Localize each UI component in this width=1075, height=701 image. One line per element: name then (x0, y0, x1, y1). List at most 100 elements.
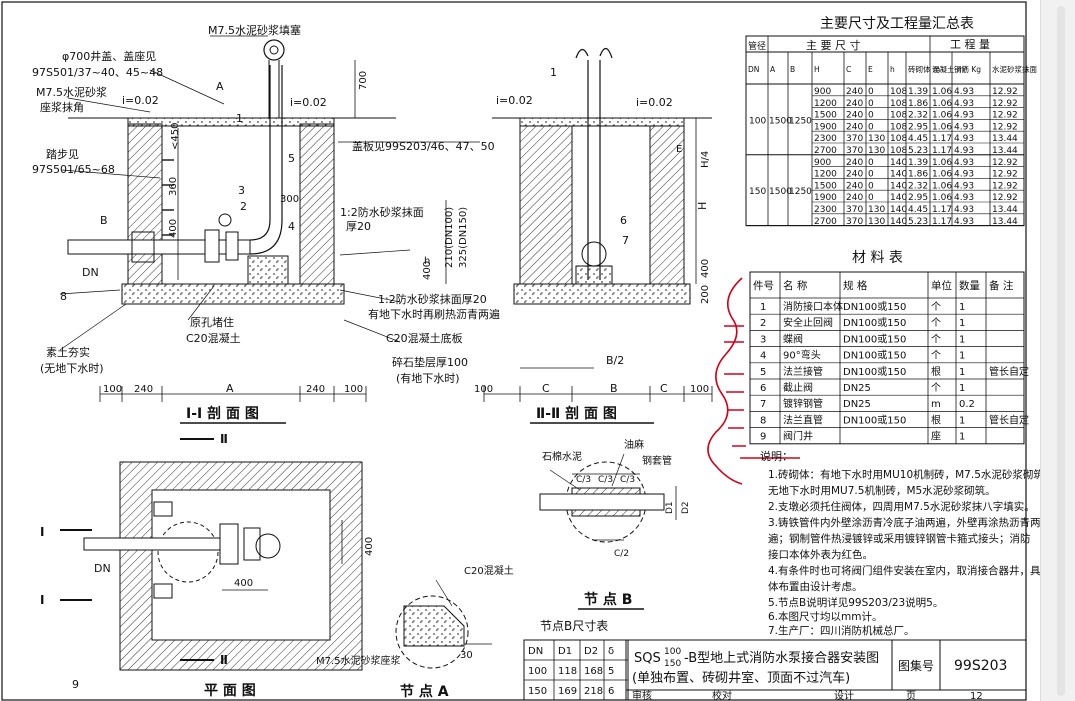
dim-400-2: 400 (700, 259, 711, 278)
summary-cell: 370 (846, 134, 863, 144)
materials-cell: 管长自定 (989, 365, 1029, 378)
summary-cell: 1500 (814, 111, 837, 121)
plan-view (60, 461, 363, 671)
summary-cell: 12.92 (992, 158, 1018, 168)
materials-header-1: 名 称 (783, 279, 808, 292)
summary-cell: 1.06 (932, 111, 952, 121)
summary-cell: 4.93 (954, 217, 974, 227)
summary-cell: 13.44 (992, 146, 1018, 156)
dim-100-left-2: 100 (474, 384, 493, 395)
materials-cell: 1 (959, 432, 965, 443)
summary-cell: 108 (890, 122, 907, 132)
summary-cell: 4.45 (908, 205, 928, 215)
nodeb-cell: 100 (528, 666, 547, 677)
summary-cell: 4.93 (954, 205, 974, 215)
dim-200-2: 200 (700, 285, 711, 304)
dim-240-right: 240 (306, 384, 325, 395)
label-soil-1: 素土夯实 (46, 345, 90, 359)
callout-6: 6 (620, 214, 627, 227)
summary-cell: 140 (890, 170, 907, 180)
summary-cell: 130 (868, 205, 885, 215)
materials-cell: m (931, 399, 941, 410)
materials-cell: 4 (760, 351, 766, 362)
dim-h4: H/4 (700, 151, 711, 168)
materials-cell: 3 (760, 334, 766, 345)
materials-cell: 根 (931, 413, 941, 426)
summary-cell: 1.06 (932, 170, 952, 180)
node-a (395, 579, 492, 669)
summary-cell: 5.23 (908, 146, 928, 156)
node-b-c3-c: C/3 (620, 475, 635, 485)
scrollbar-thumb[interactable] (1057, 6, 1065, 696)
summary-col-3: H (814, 65, 820, 74)
dim-100-right-2: 100 (690, 384, 709, 395)
nodeb-cell: 5 (608, 666, 614, 677)
dim-c-right: C (660, 382, 668, 395)
dim-240-left: 240 (134, 384, 153, 395)
materials-cell: 个 (931, 350, 941, 362)
callout-3: 3 (238, 184, 245, 197)
summary-cell: 140 (890, 205, 907, 215)
title-main: -B型地上式消防水泵接合器安装图 (684, 650, 879, 666)
materials-cell: 90°弯头 (783, 349, 821, 362)
dim-h: h (424, 256, 430, 267)
materials-header-3: 单位 (931, 279, 952, 292)
summary-cell: 4.93 (954, 111, 974, 121)
dim-300: 300 (280, 194, 299, 205)
summary-cell: 240 (846, 158, 863, 168)
summary-cell: 140 (890, 193, 907, 203)
dim-b2: B/2 (606, 354, 624, 367)
summary-cell: 0 (868, 181, 874, 191)
summary-cell: 2300 (814, 205, 837, 215)
materials-cell: 9 (760, 432, 766, 443)
nodeb-header: δ (608, 646, 614, 657)
materials-cell: 1 (959, 367, 965, 378)
node-b-oakum: 油麻 (624, 438, 644, 451)
summary-cell: 4.93 (954, 134, 974, 144)
title-frac-bottom: 150 (664, 659, 681, 669)
summary-cell: 1.06 (932, 122, 952, 132)
summary-cell: 1200 (814, 99, 837, 109)
materials-header-0: 件号 (753, 280, 774, 292)
node-b-d1: D1 (665, 501, 675, 514)
label-slope-left: i=0.02 (122, 94, 159, 107)
node-b-asbestos: 石棉水泥 (542, 450, 582, 463)
materials-cell: DN100或150 (843, 333, 906, 345)
label-mark-a: A (216, 80, 224, 93)
materials-cell: 座 (931, 430, 941, 443)
nodeb-header: D1 (558, 646, 572, 657)
summary-cell: 240 (846, 111, 863, 121)
note-line-7: 4.有条件时也可将阀门组件安装在室内，取消接合器井，具 (768, 564, 1041, 577)
callout-7: 7 (622, 234, 629, 247)
summary-col-5: E (868, 65, 873, 74)
summary-cell: 140 (890, 217, 907, 227)
note-line-2: 无地下水时用MU7.5机制砖，M5水泥砂浆砌筑。 (768, 484, 996, 497)
label-well-cover: φ700井盖、盖座见 (62, 49, 156, 63)
summary-h-dims: 主 要 尺 寸 (806, 38, 861, 52)
materials-cell: 镀锌钢管 (783, 397, 823, 410)
materials-cell: 1 (760, 302, 766, 313)
section-2-2-title: Ⅱ-Ⅱ 剖 面 图 (536, 405, 617, 422)
label-gravel-1: 碎石垫层厚100 (392, 355, 468, 369)
summary-cell: 1.06 (932, 158, 952, 168)
summary-cell: 370 (846, 146, 863, 156)
vertical-scrollbar[interactable] (1040, 0, 1075, 701)
summary-b-1: 1250 (789, 187, 812, 197)
summary-cell: 2300 (814, 134, 837, 144)
node-a-dim-30: 30 (460, 650, 473, 661)
dim-100-left: 100 (103, 384, 122, 395)
node-a-title: 节 点 A (400, 683, 449, 700)
label-slope-right: i=0.02 (290, 96, 327, 109)
design-label: 设计 (834, 689, 854, 701)
summary-cell: 1900 (814, 122, 837, 132)
materials-cell: DN25 (843, 399, 871, 410)
summary-cell: 1.39 (908, 158, 928, 168)
materials-header-5: 备 注 (989, 279, 1014, 292)
callout-1-2: 1 (550, 66, 557, 79)
materials-cell: 管长自定 (989, 413, 1029, 426)
summary-cell: 2700 (814, 217, 837, 227)
summary-cell: 0 (868, 99, 874, 109)
